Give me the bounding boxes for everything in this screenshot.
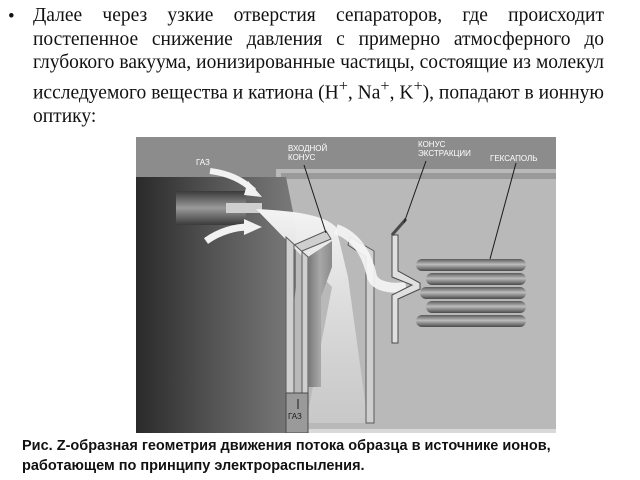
extraction-cone [391,234,421,344]
label-inlet-cone-line1: ВХОДНОЙ [288,144,328,153]
figure-caption: Рис. Z-образная геометрия движения поток… [22,438,551,474]
bullet-marker: • [8,6,15,27]
superscript-plus: + [413,76,423,95]
superscript-plus: + [380,76,390,95]
bottom-gas-port [285,392,309,433]
nebulizer-tip [226,203,262,213]
ion-beam [334,224,407,293]
inlet-cone-wall-right [347,236,375,424]
bullet-text-part: Далее через узкие отверстия сепараторов,… [33,5,604,103]
label-hexapole: ГЕКСАПОЛЬ [490,154,537,163]
inlet-cone-body [308,241,332,387]
hexapole-rod [426,273,526,285]
gas-arrow-lower-head [244,219,262,235]
leader-line-hexapole [489,162,517,260]
chamber-rim [281,173,556,179]
gas-arrow-top-head [244,181,262,197]
hexapole-rod [416,315,526,327]
leader-line-extraction [403,160,427,224]
leader-line-inlet [303,164,327,234]
hexapole-rod [426,301,526,313]
bullet-text-part: , Na [347,82,381,103]
label-inlet-cone-line2: КОНУС [288,153,316,162]
bullet-text-part: , K [389,82,414,103]
bullet-text-part: ), попадают в ионную оптику: [33,82,604,127]
bullet-text: Далее через узкие отверстия сепараторов,… [33,4,604,128]
extraction-cone-edge [390,218,408,236]
hexapole-rod [420,287,526,299]
label-gas-top: ГАЗ [196,158,210,167]
source-housing [136,177,296,433]
label-gas-bottom: ГАЗ [288,412,302,421]
spray-plume [256,209,368,423]
ion-source-diagram-svg: ГАЗ ВХОДНОЙ КОНУС КОНУС ЭКСТРАКЦИИ ГЕКСА… [136,137,556,433]
label-extraction-cone-line1: КОНУС [418,140,446,149]
superscript-plus: + [338,76,348,95]
bullet-paragraph: • Далее через узкие отверстия сепараторо… [8,4,604,128]
hexapole-rod [416,259,526,271]
ion-source-diagram: ГАЗ ВХОДНОЙ КОНУС КОНУС ЭКСТРАКЦИИ ГЕКСА… [136,137,556,433]
label-extraction-cone-line2: ЭКСТРАКЦИИ [418,149,471,158]
